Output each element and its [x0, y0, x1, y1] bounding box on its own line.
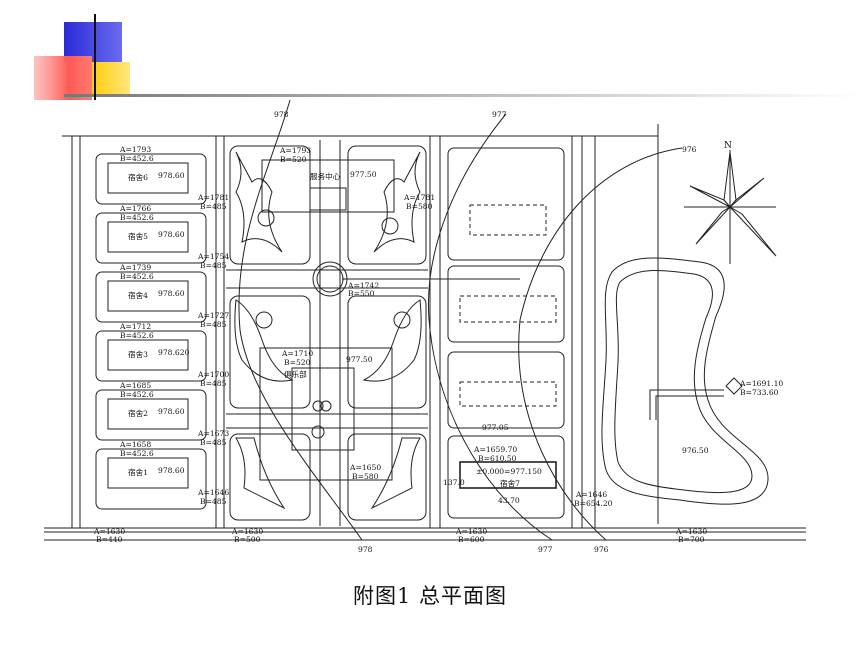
dorm7-name: 宿舍7	[500, 478, 520, 488]
dorm-elevation: 978.60	[158, 466, 185, 475]
figure-caption: 附图1 总平面图	[352, 584, 508, 608]
service-elevation: 977.50	[350, 170, 377, 179]
dorm-coord-a: A=1658	[119, 440, 151, 449]
bottom-coord-a: A=1630	[455, 527, 487, 536]
dorm-elevation: 978.60	[158, 230, 185, 239]
dorm-name: 宿舍6	[128, 172, 148, 182]
dorm7-dim-width: 43.70	[498, 496, 520, 505]
dorm-coord-b: B=452.6	[120, 213, 154, 222]
club-corner-b: B=580	[352, 472, 379, 481]
club-elevation: 977.50	[346, 355, 373, 364]
club-name: 俱乐部	[284, 369, 307, 379]
bottom-coord-b: B=440	[96, 535, 123, 544]
service-corner-b: B=580	[406, 202, 433, 211]
dorm-coord-a: A=1793	[119, 145, 151, 154]
service-coord-a: A=1793	[279, 146, 311, 155]
dorm-corner-a: A=1781	[197, 193, 229, 202]
pond-elevation: 976.50	[682, 446, 709, 455]
dorm-name: 宿舍5	[128, 231, 148, 241]
dorm-coord-a: A=1712	[119, 322, 151, 331]
dorm-coord-b: B=452.6	[120, 331, 154, 340]
dorm-coord-a: A=1766	[119, 204, 151, 213]
north-label: N	[724, 141, 732, 151]
contour-label: 977	[538, 545, 553, 554]
bottom-coord-a: A=1630	[93, 527, 125, 536]
dorm-coord-b: B=452.6	[120, 154, 154, 163]
dorm-name: 宿舍3	[128, 349, 148, 359]
dorm-elevation: 978.60	[158, 171, 185, 180]
dorm-elevation: 978.620	[158, 348, 190, 357]
contour-976	[518, 147, 683, 541]
dorm-corner-a: A=1646	[197, 488, 229, 497]
dorm-corner-b: B=485	[200, 497, 227, 506]
dorm-coord-a: A=1739	[119, 263, 151, 272]
pond-coord-a: A=1691.10	[739, 379, 783, 388]
dorm7-zero: ±0.000=977.150	[476, 467, 542, 476]
contour-label: 978	[358, 545, 373, 554]
dorm7-dim-height: 137.0	[443, 478, 465, 487]
dorm-corner-a: A=1700	[197, 370, 229, 379]
club-corner-a: A=1650	[349, 463, 381, 472]
dorm-name: 宿舍2	[128, 408, 148, 418]
contour-label: 977	[492, 110, 507, 119]
service-corner-a: A=1781	[403, 193, 435, 202]
club-coord-a: A=1710	[281, 349, 313, 358]
dorm-corner-b: B=485	[200, 379, 227, 388]
contour-977	[428, 113, 553, 541]
dorm7-coord-a: A=1659.70	[473, 445, 517, 454]
bottom-coord-a: A=1630	[675, 527, 707, 536]
dorm7-coord-b: B=610.50	[478, 454, 517, 463]
dorm-elevation: 978.60	[158, 407, 185, 416]
pond	[601, 257, 769, 505]
club-coord-b: B=520	[284, 358, 311, 367]
roundabout-coord-b: B=550	[348, 289, 375, 298]
service-coord-b: B=520	[280, 155, 307, 164]
dorm-corner-b: B=485	[200, 202, 227, 211]
dorm-coord-b: B=452.6	[120, 390, 154, 399]
dorm-elevation: 978.60	[158, 289, 185, 298]
deco-blue-square	[64, 22, 122, 62]
roundabout-coord-a: A=1742	[347, 281, 379, 290]
dorm-coord-b: B=452.6	[120, 272, 154, 281]
header-decoration	[34, 14, 860, 100]
deco-red-square	[34, 56, 92, 100]
roundabout	[312, 261, 348, 297]
dorm-corner-b: B=485	[200, 261, 227, 270]
deco-gray-bar	[64, 94, 860, 97]
dorm-coord-b: B=452.6	[120, 449, 154, 458]
contour-978	[238, 99, 363, 541]
dorm-corner-b: B=485	[200, 438, 227, 447]
pond-coord-b: B=733.60	[740, 388, 779, 397]
dorm-coord-a: A=1685	[119, 381, 151, 390]
dorm7-elevation: 977.05	[482, 423, 509, 432]
dorm7-corner-b: B=654.20	[574, 499, 613, 508]
dorm-corner-b: B=485	[200, 320, 227, 329]
bottom-coord-b: B=700	[678, 535, 705, 544]
service-name: 服务中心	[310, 171, 341, 181]
bottom-coord-b: B=600	[458, 535, 485, 544]
bottom-coord-a: A=1630	[231, 527, 263, 536]
dorm-name: 宿舍1	[128, 467, 148, 477]
contour-label: 976	[594, 545, 609, 554]
bottom-coord-b: B=500	[234, 535, 261, 544]
dorm-corner-a: A=1727	[197, 311, 229, 320]
contour-label: 976	[682, 145, 697, 154]
dorm-corner-a: A=1754	[197, 252, 229, 261]
dorm7-corner-a: A=1646	[575, 490, 607, 499]
contour-label: 978	[274, 110, 289, 119]
dorm-corner-a: A=1673	[197, 429, 229, 438]
dorm-name: 宿舍4	[128, 290, 148, 300]
